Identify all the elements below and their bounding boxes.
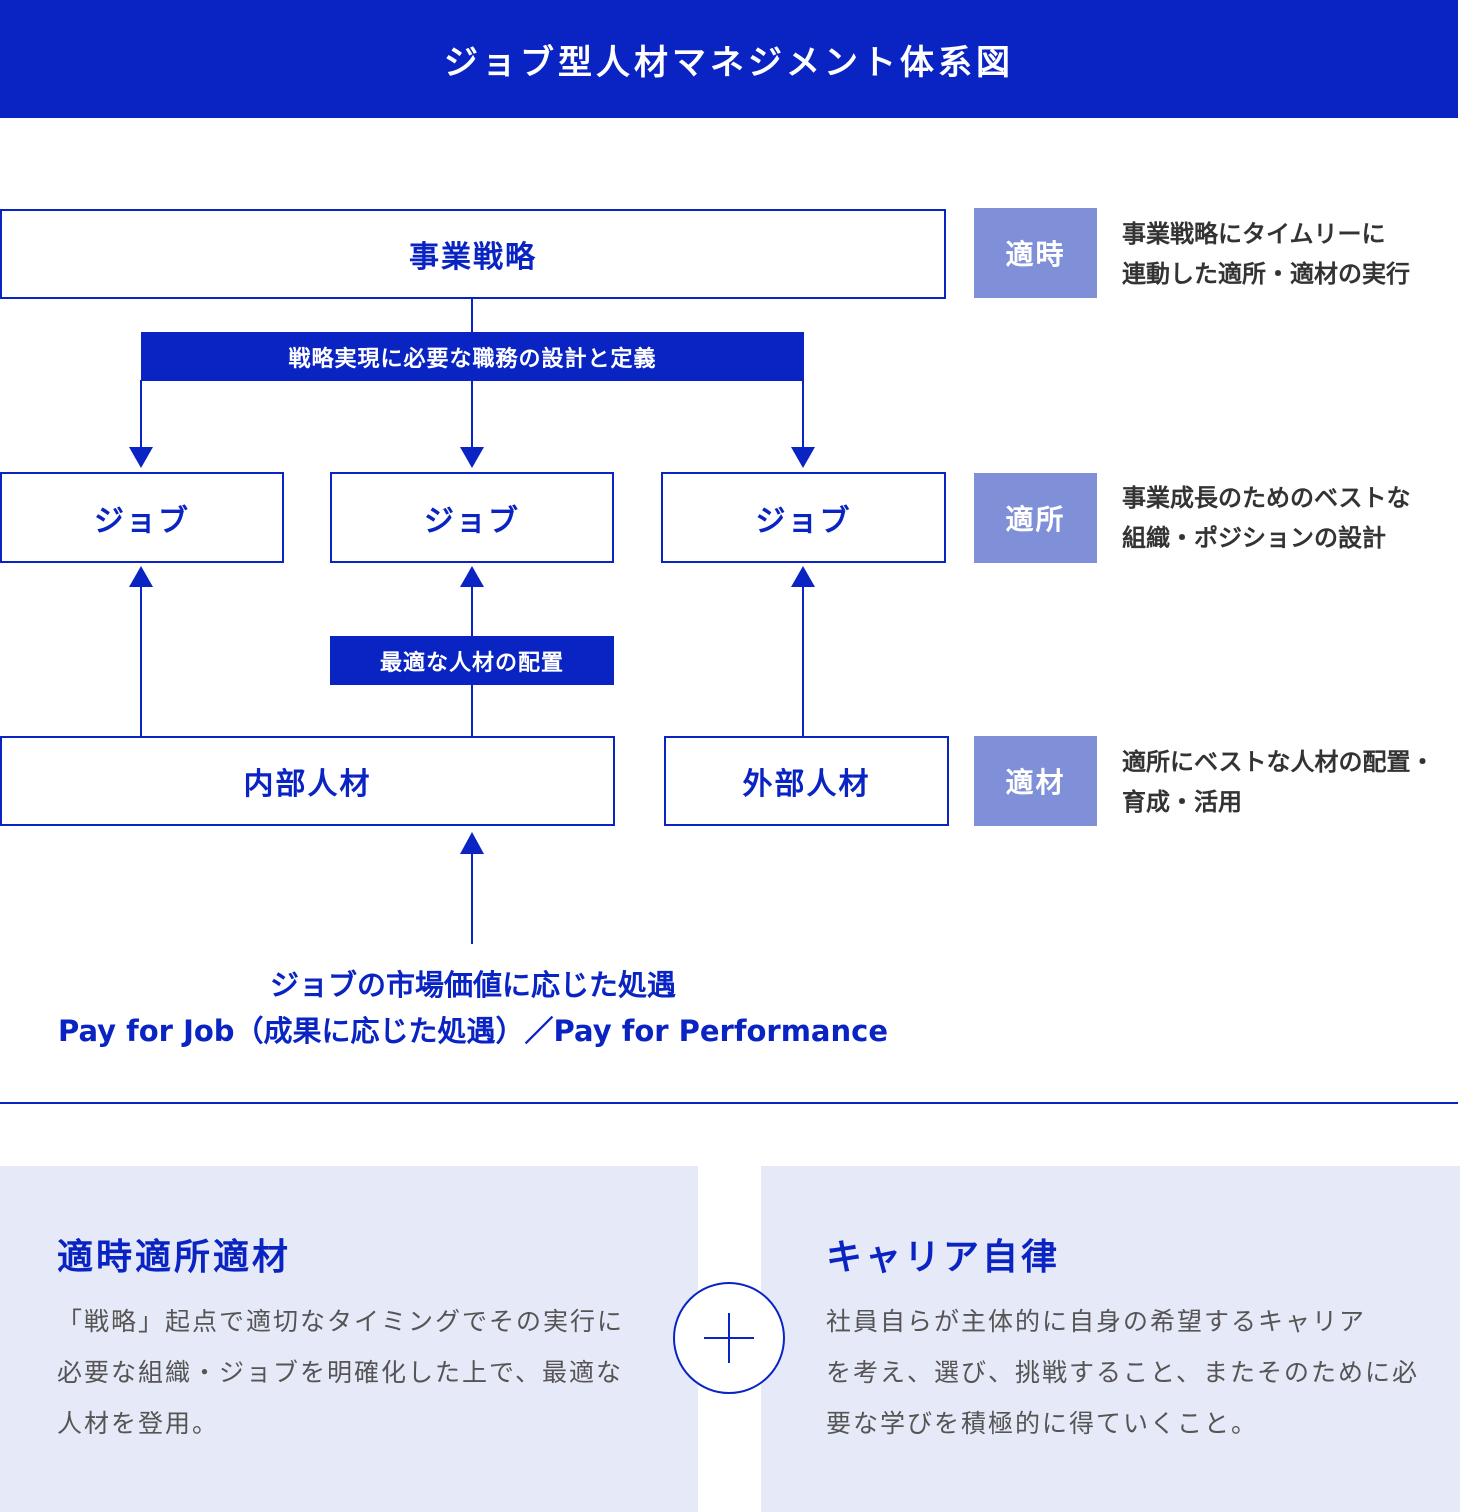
page-title: ジョブ型人材マネジメント体系図 [0,0,1458,118]
divider [0,1102,1458,1104]
position-description: 事業成長のためのベストな 組織・ポジションの設計 [1122,484,1411,552]
panel-right-title: キャリア自律 [826,1237,1061,1278]
panel-right: キャリア自律 社員自らが主体的に自身の希望するキャリア を考え、選び、挑戦するこ… [761,1166,1460,1512]
arrow-up-icon [460,566,484,587]
job-box: ジョブ [0,472,284,563]
panel-right-body: 社員自らが主体的に自身の希望するキャリア を考え、選び、挑戦すること、またそのた… [826,1307,1420,1438]
plus-icon [673,1282,785,1394]
arrow-down-icon [129,447,153,468]
arrow-up-icon [791,566,815,587]
position-tag: 適所 [974,473,1097,563]
external-talent-box: 外部人材 [664,736,949,826]
pay-line-1: ジョブの市場価値に応じた処遇 [269,968,676,1002]
panel-left-body: 「戦略」起点で適切なタイミングでその実行に 必要な組織・ジョブを明確化した上で、… [57,1307,625,1438]
placement-bar: 最適な人材の配置 [330,636,614,685]
talent-tag: 適材 [974,736,1097,826]
talent-description: 適所にベストな人材の配置・ 育成・活用 [1122,748,1435,816]
panel-left: 適時適所適材 「戦略」起点で適切なタイミングでその実行に 必要な組織・ジョブを明… [0,1166,698,1512]
arrow-up-icon [129,566,153,587]
pay-line-2: Pay for Job（成果に応じた処遇）／Pay for Performanc… [57,1014,888,1048]
timing-description: 事業戦略にタイムリーに 連動した適所・適材の実行 [1122,220,1410,288]
arrow-down-icon [791,447,815,468]
arrow-up-icon [460,832,484,854]
panel-left-title: 適時適所適材 [57,1237,292,1278]
internal-talent-box: 内部人材 [0,736,615,826]
strategy-box: 事業戦略 [0,209,946,299]
job-box: ジョブ [330,472,614,563]
timing-tag: 適時 [974,208,1097,298]
design-bar: 戦略実現に必要な職務の設計と定義 [141,332,804,381]
arrow-down-icon [460,447,484,468]
job-box: ジョブ [661,472,946,563]
